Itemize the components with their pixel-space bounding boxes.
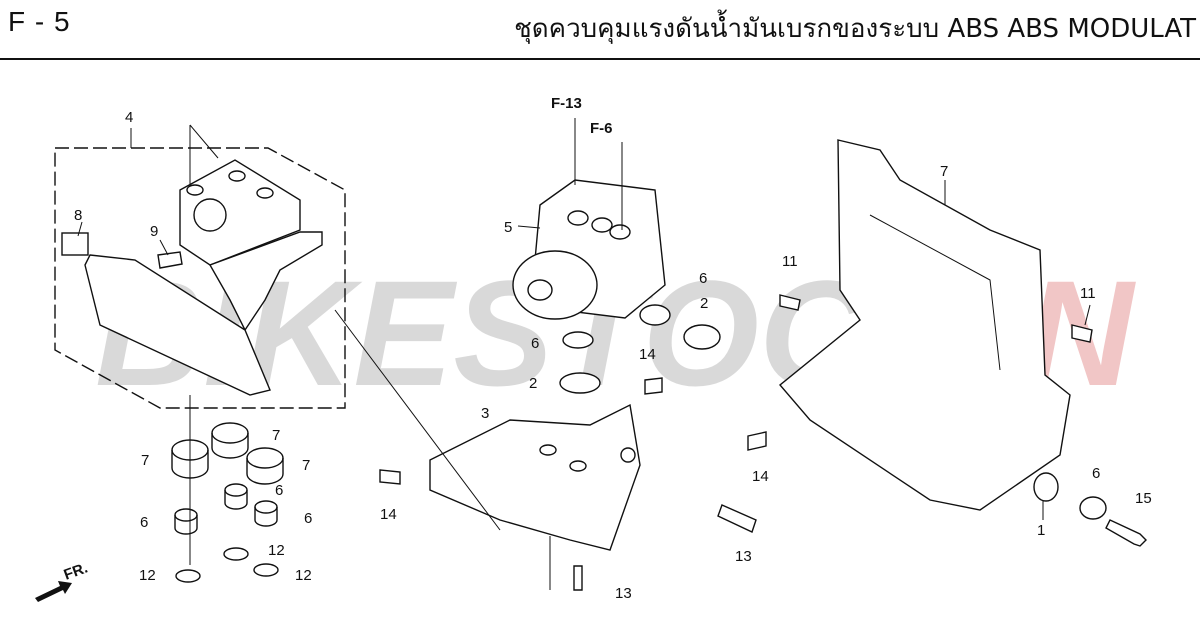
part-12-nuts	[175, 547, 279, 583]
direction-label: FR.	[62, 560, 91, 584]
callout-number: 1	[1037, 522, 1045, 539]
callout-number: 13	[735, 548, 752, 565]
callout-number: 6	[275, 482, 283, 499]
callout-number: 6	[1092, 465, 1100, 482]
callout-number: 6	[140, 514, 148, 531]
callout-number: 14	[380, 506, 397, 523]
part-4-plate	[179, 159, 301, 266]
callout-number: 12	[139, 567, 156, 584]
part-1-grommet	[1033, 472, 1059, 502]
callout-number: 8	[74, 207, 82, 224]
part-2-grommet-b	[559, 372, 601, 394]
callout-number: 2	[700, 295, 708, 312]
callout-number: 12	[268, 542, 285, 559]
front-direction-arrow: FR.	[35, 560, 90, 602]
part-15-bolt	[1105, 519, 1147, 547]
part-4-cover	[84, 254, 271, 396]
ref-label: F-6	[590, 120, 613, 137]
part-14-bolts	[379, 377, 767, 485]
group-outline-4	[54, 147, 346, 409]
leader-lines	[77, 118, 1091, 590]
page-title: ชุดควบคุมแรงดันน้ำมันเบรกของระบบ ABS ABS…	[514, 14, 1196, 44]
part-6-collars	[174, 483, 278, 535]
callout-number: 3	[481, 405, 489, 422]
callouts: 1 2 2 3 4 5 6 6 6 6 6 6 7 7 7 7 8 9 10 1…	[74, 109, 1152, 602]
callout-number: 11	[782, 253, 798, 270]
callout-number: 7	[940, 163, 948, 180]
callout-number: 6	[531, 335, 539, 352]
header-rule	[0, 58, 1200, 60]
callout-number: 12	[295, 567, 312, 584]
part-6-collar-a	[639, 304, 671, 326]
callout-number: 14	[639, 346, 656, 363]
callout-number: 4	[125, 109, 133, 126]
callout-number: 7	[272, 427, 280, 444]
callout-number: 14	[752, 468, 769, 485]
callout-number: 9	[150, 223, 158, 240]
part-9	[61, 232, 89, 256]
callout-number: 11	[1080, 285, 1096, 302]
callout-number: 13	[615, 585, 632, 602]
part-6-collar-right	[1079, 496, 1107, 520]
part-2-grommet-a	[683, 324, 721, 350]
page-header: F - 5 ชุดควบคุมแรงดันน้ำมันเบรกของระบบ A…	[0, 0, 1200, 60]
part-3-bracket	[429, 403, 641, 551]
callout-number: 5	[504, 219, 512, 236]
callout-number: 15	[1135, 490, 1152, 507]
callout-number: 7	[302, 457, 310, 474]
callout-number: 7	[141, 452, 149, 469]
part-6-collar-b	[562, 331, 594, 349]
part-7-grommets	[171, 422, 284, 485]
part-11-bolts	[779, 294, 1093, 343]
page-code: F - 5	[8, 6, 71, 37]
ref-label: F-13	[551, 95, 582, 112]
callout-number: 2	[529, 375, 537, 392]
callout-number: 10	[940, 163, 957, 180]
part-5-abs-modulator	[512, 179, 666, 320]
part-8-bracket	[779, 139, 1071, 511]
callout-number: 6	[304, 510, 312, 527]
callout-number: 6	[699, 270, 707, 287]
part-10	[157, 251, 183, 269]
part-13-bolts	[573, 504, 757, 591]
